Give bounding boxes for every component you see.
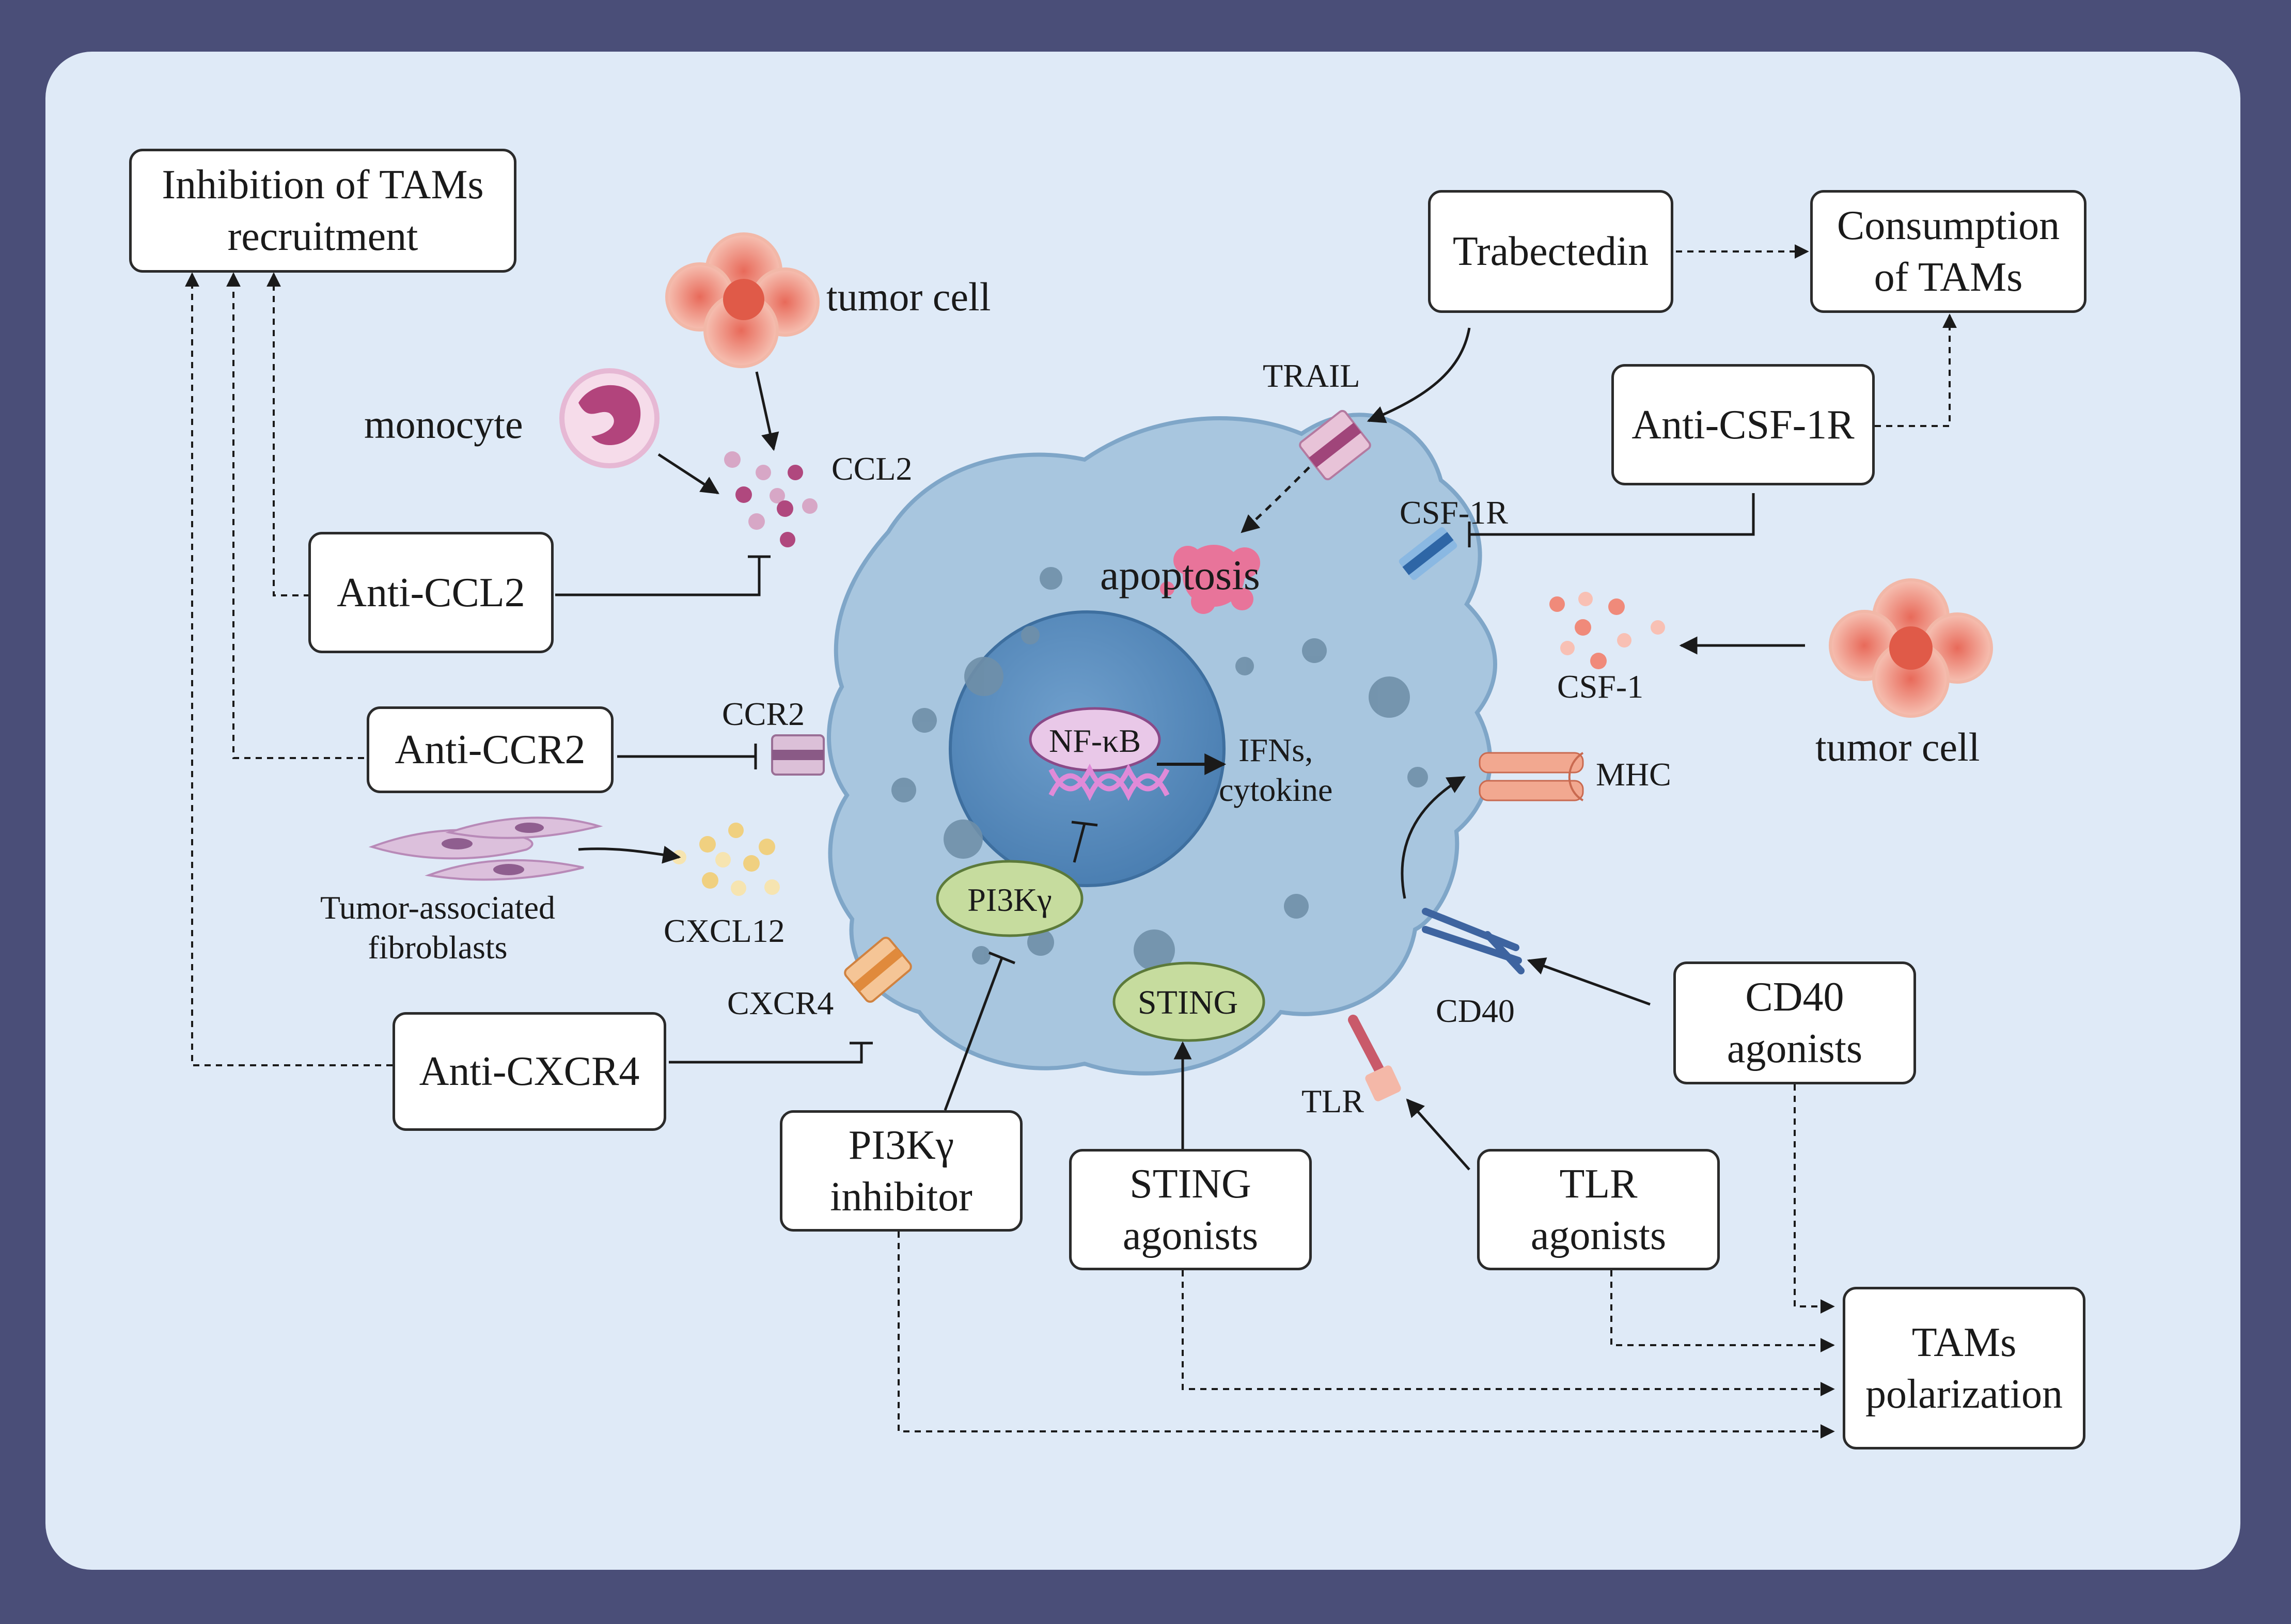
- cxcl12-label: CXCL12: [664, 912, 785, 949]
- trail-receptor: [1299, 409, 1371, 481]
- cxcr4-label: CXCR4: [727, 985, 834, 1021]
- consumption-box: Consumption of TAMs: [1810, 190, 2086, 313]
- cd40-receptor: [1422, 908, 1525, 974]
- csf1-dots: [1549, 592, 1665, 669]
- tumor-cell-top-icon: [665, 232, 820, 368]
- apoptosis-icon: [1160, 545, 1260, 614]
- dashed-connectors: [185, 244, 1957, 1439]
- nfkb-bubble: [1029, 707, 1161, 772]
- fibroblasts-icon: [368, 816, 603, 881]
- csf1r-receptor: [1399, 527, 1457, 580]
- sting-label: STING: [1137, 984, 1238, 1021]
- tlr-label: TLR: [1301, 1083, 1364, 1120]
- anti-ccr2-box: Anti-CCR2: [367, 706, 614, 793]
- ccr2-label: CCR2: [722, 696, 805, 732]
- pi3k-pill: [936, 860, 1084, 937]
- sting-agonists-box: STING agonists: [1069, 1149, 1312, 1270]
- tumor-cell-top-label: tumor cell: [826, 274, 991, 319]
- solid-connectors: [555, 327, 1805, 1171]
- tumor-cell-right-icon: [1829, 578, 1993, 718]
- tlr-agonists-box: TLR agonists: [1477, 1149, 1720, 1270]
- fibroblasts-label: Tumor-associated fibroblasts: [320, 889, 555, 966]
- ccr2-receptor: [771, 734, 825, 776]
- anti-cxcr4-box: Anti-CXCR4: [393, 1012, 666, 1131]
- monocyte-label: monocyte: [364, 402, 523, 447]
- ccl2-label: CCL2: [831, 450, 913, 487]
- ccl2-dots: [724, 451, 818, 547]
- inhibition-recruitment-box: Inhibition of TAMs recruitment: [129, 149, 516, 273]
- cxcl12-dots: [672, 823, 780, 896]
- ifns-cytokine-label: IFNs, cytokine: [1219, 732, 1333, 808]
- cd40-label: CD40: [1436, 992, 1515, 1029]
- sting-pill: [1112, 961, 1265, 1042]
- csf1-label: CSF-1: [1557, 668, 1644, 705]
- cd40-agonists-box: CD40 agonists: [1673, 961, 1916, 1084]
- pi3k-label: PI3Kγ: [967, 881, 1052, 918]
- pi3k-inhibitor-box: PI3Kγ inhibitor: [780, 1110, 1023, 1232]
- tlr-receptor: [1348, 1015, 1401, 1101]
- cxcr4-receptor: [844, 937, 912, 1003]
- dna-icon: [1048, 763, 1170, 801]
- tumor-cell-right-label: tumor cell: [1815, 724, 1980, 769]
- trail-label: TRAIL: [1263, 357, 1360, 394]
- monocyte-icon: [559, 368, 660, 468]
- anti-csf1r-box: Anti-CSF-1R: [1611, 364, 1875, 485]
- cytoplasm-granules: [891, 567, 1428, 971]
- trabectedin-box: Trabectedin: [1428, 190, 1673, 313]
- mhc-receptor: [1479, 752, 1584, 801]
- anti-ccl2-box: Anti-CCL2: [308, 532, 554, 653]
- nfkb-label: NF-κB: [1048, 722, 1141, 759]
- csf1r-label: CSF-1R: [1400, 494, 1508, 531]
- tams-polarization-box: TAMs polarization: [1843, 1287, 2085, 1449]
- mhc-label: MHC: [1596, 756, 1671, 793]
- apoptosis-label: apoptosis: [1100, 551, 1260, 598]
